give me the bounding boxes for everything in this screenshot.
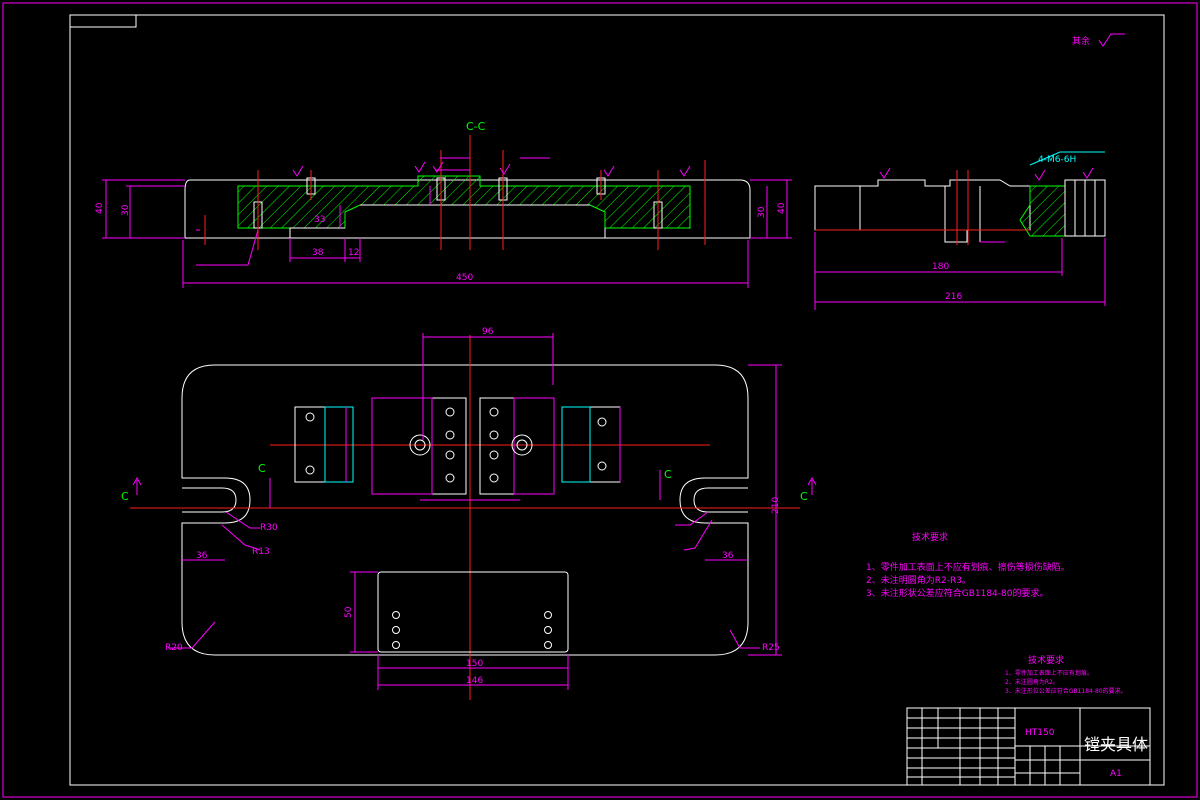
front-dim-40-right: 40 — [777, 202, 787, 214]
tech-req-small-item-1: 1、零件加工表面上不应有划痕。 — [1005, 669, 1093, 677]
tech-req-item-1: 1、零件加工表面上不应有划痕、擦伤等损伤缺陷。 — [866, 561, 1070, 573]
sheet-inner-border — [69, 14, 1165, 786]
front-dim-30-right: 30 — [757, 206, 767, 218]
tech-req-item-3: 3、未注形状公差应符合GB1184-80的要求。 — [866, 587, 1048, 599]
title-block-material: HT150 — [1025, 728, 1055, 738]
section-mark-inner-right: C — [664, 468, 672, 481]
section-mark-left: C — [121, 490, 129, 503]
roughness-symbol-icon — [1098, 33, 1125, 47]
plan-dim-36-right: 36 — [722, 551, 734, 561]
plan-dim-210: 210 — [771, 497, 781, 514]
tech-req-item-2: 2、未注明圆角为R2-R3。 — [866, 574, 971, 586]
plan-view — [130, 333, 817, 700]
plan-dim-96: 96 — [482, 327, 494, 337]
front-dim-overall: 450 — [456, 273, 473, 283]
title-block-scale: A1 — [1110, 769, 1122, 779]
side-dim-216: 216 — [945, 292, 962, 302]
title-block-part-name: 镗夹具体 — [1084, 735, 1148, 754]
plan-dim-150: 150 — [466, 659, 483, 669]
plan-dim-r20: R20 — [165, 643, 183, 653]
plan-dim-r30: R30 — [260, 523, 278, 533]
side-view — [814, 151, 1106, 310]
plan-dim-146: 146 — [466, 676, 483, 686]
section-mark-right: C — [800, 490, 808, 503]
front-dim-40-left: 40 — [95, 202, 105, 214]
front-dim-12: 12 — [348, 248, 359, 258]
surface-note: 其余 — [1072, 35, 1090, 47]
front-dim-33: 33 — [314, 215, 325, 225]
tech-req-small-item-2: 2、未注圆角为R2。 — [1005, 678, 1059, 686]
plan-dim-50: 50 — [344, 606, 354, 618]
title-block — [906, 707, 1151, 786]
plan-dim-36-left: 36 — [196, 551, 208, 561]
section-mark-inner-left: C — [258, 462, 266, 475]
side-dim-180: 180 — [932, 262, 949, 272]
tech-req-title: 技术要求 — [912, 531, 948, 543]
plan-dim-r13: R13 — [252, 547, 270, 557]
section-label-cc: C-C — [466, 120, 486, 133]
plan-dim-r25: R25 — [762, 643, 780, 653]
sheet-corner-box — [69, 14, 137, 28]
front-section-view — [102, 135, 792, 288]
tech-req-small-title: 技术要求 — [1028, 654, 1064, 666]
front-dim-38: 38 — [312, 248, 324, 258]
tech-req-small-item-3: 3、未注形位公差应符合GB1184-80的要求。 — [1005, 687, 1127, 695]
front-dim-30-left: 30 — [121, 204, 131, 216]
side-holes-note: 4-M6-6H — [1038, 155, 1076, 165]
